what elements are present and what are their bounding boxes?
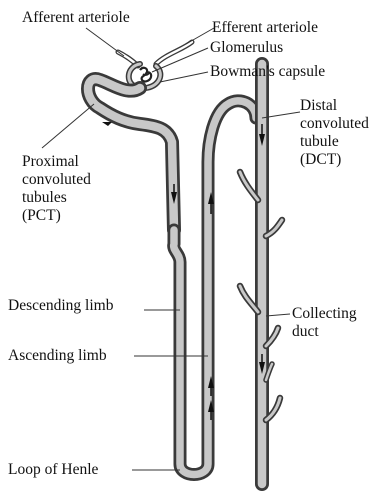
label-efferent-arteriole: Efferent arteriole [212,19,318,36]
label-glomerulus: Glomerulus [210,39,283,56]
label-bowmans-capsule: Bowman's capsule [210,63,325,80]
collecting-duct [240,64,282,484]
label-loop-of-henle: Loop of Henle [8,461,99,478]
efferent-arteriole [156,42,192,64]
label-dct-line2: convoluted [300,115,369,132]
label-dct-line3: tubule [300,133,339,150]
label-ascending-limb: Ascending limb [8,347,107,364]
label-collecting-duct-line2: duct [292,323,319,340]
label-pct-line2: convoluted [22,171,91,188]
label-afferent-arteriole: Afferent arteriole [22,9,130,26]
arrow-pct [102,122,112,126]
label-pct-line3: tubules [22,189,67,206]
label-collecting-duct-line1: Collecting [292,305,357,322]
label-descending-limb: Descending limb [8,297,114,314]
labels: Afferent arteriole Efferent arteriole Gl… [8,9,369,478]
glomerulus [140,68,151,82]
label-pct-line4: (PCT) [22,207,61,224]
label-dct-line4: (DCT) [300,151,341,168]
proximal-convoluted-tubule [88,79,174,230]
label-dct-line1: Distal [300,97,337,114]
label-pct-line1: Proximal [22,153,79,170]
